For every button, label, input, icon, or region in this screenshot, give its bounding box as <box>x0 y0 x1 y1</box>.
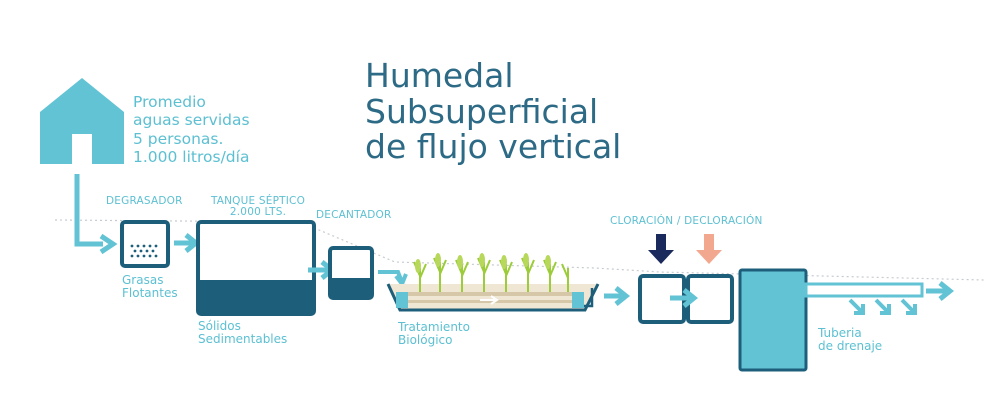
dechlorine-dose-arrow-icon <box>696 234 722 264</box>
label-cloracion: CLORACIÓN / DECLORACIÓN <box>610 215 763 227</box>
label-tanque-septico: TANQUE SÉPTICO 2.000 LTS. <box>210 195 306 219</box>
decantador-sludge <box>330 278 372 298</box>
wetland-plants <box>413 257 569 292</box>
wetland-plant-leaves <box>415 253 551 273</box>
grease-dots <box>130 244 158 258</box>
flow-arrow-icon <box>604 286 631 306</box>
label-tuberia-drenaje: Tuberia de drenaje <box>818 326 883 353</box>
flow-arrow-icon <box>670 288 699 308</box>
label-solidos-sedimentables: Sólidos Sedimentables <box>198 319 288 346</box>
degrasador-box <box>120 220 170 268</box>
wetland-outlet-dots <box>572 292 584 308</box>
intro-text: Promedio aguas servidas 5 personas. 1.00… <box>133 93 250 166</box>
label-tratamiento-biologico: Tratamiento Biológico <box>398 320 470 347</box>
tanque-sludge <box>198 280 314 314</box>
flow-arrow-icon <box>378 270 408 289</box>
chlorine-dose-arrow-icon <box>648 234 674 264</box>
label-degrasador: DEGRASADOR <box>106 195 183 207</box>
drainage-tank <box>738 268 808 372</box>
wetland-inlet-dots <box>396 292 408 308</box>
label-decantador: DECANTADOR <box>316 209 392 221</box>
flow-arrow-icon <box>174 233 201 253</box>
drainage-pipe <box>804 282 924 298</box>
inlet-pipe <box>74 174 103 247</box>
label-grasas-flotantes: Grasas Flotantes <box>122 273 178 300</box>
diagram-title: Humedal Subsuperficial de flujo vertical <box>365 56 622 167</box>
drainage-seep-arrows <box>848 298 917 315</box>
pipe-outlet-arrow-icon <box>926 281 955 301</box>
inlet-arrow-icon <box>99 233 118 255</box>
wetland-drain-pipe <box>584 288 594 308</box>
ground-dotted-line <box>54 219 986 281</box>
wetland-flow-arrow-icon <box>480 295 499 305</box>
house-icon <box>40 78 124 164</box>
wetland-gravel <box>402 292 580 303</box>
